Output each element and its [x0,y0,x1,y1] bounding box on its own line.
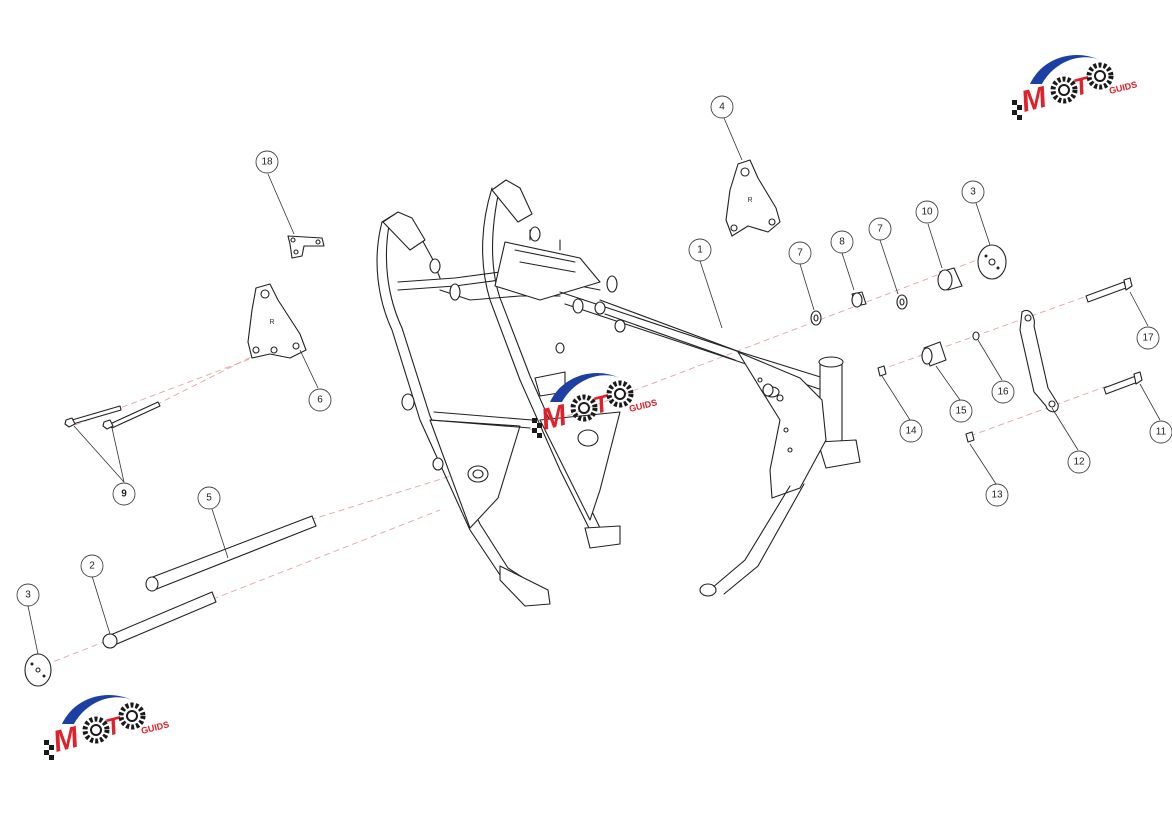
svg-text:4: 4 [719,102,725,113]
callout-2: 2 [80,554,104,578]
svg-text:5: 5 [206,493,212,504]
svg-text:2: 2 [89,561,95,572]
svg-text:7: 7 [797,248,803,259]
frame-lower-tab [584,525,621,549]
axis-line-tube [309,469,471,521]
part-11-bolt [1103,375,1139,395]
part-6-bracket: R [247,283,307,359]
part-2-axle-bolt [102,591,217,649]
right-side-parts [877,277,1143,443]
frame-top-plate [494,241,601,301]
axis-line-right-upper [879,294,1091,371]
callout-18: 18 [255,150,279,174]
callout-5: 5 [197,486,221,510]
frame-rear-right-bracket [491,179,533,223]
callout-12: 12 [1067,450,1091,474]
part-16-washer [972,331,980,341]
bracket-stamp-r-top: R [747,197,752,204]
callout-3-lower: 3 [16,583,40,607]
svg-text:14: 14 [905,426,917,437]
svg-text:17: 17 [1142,333,1154,344]
callout-7-a: 7 [788,241,812,265]
callout-13: 13 [985,483,1009,507]
svg-text:11: 11 [1156,427,1167,438]
callout-6: 6 [308,388,332,412]
callout-1: 1 [688,238,712,262]
frame-rear-right-rail [482,187,591,531]
main-frame [376,179,861,607]
svg-text:12: 12 [1073,457,1085,468]
part-18-small-bracket [287,235,325,259]
callout-10: 10 [915,200,939,224]
callout-16: 16 [991,380,1015,404]
part-9-bolts [64,401,161,430]
pivot-hole-right [577,429,599,447]
svg-text:10: 10 [921,207,933,218]
part-5-long-tube [145,515,317,592]
part-12-link-plate [1019,309,1059,413]
bracket-stamp-r: R [269,319,274,326]
svg-text:15: 15 [955,406,967,417]
svg-text:8: 8 [839,237,845,248]
part-17-bolt [1085,281,1127,303]
callout-14: 14 [899,419,923,443]
svg-text:3: 3 [25,590,31,601]
upper-axis-parts [810,244,1007,326]
part-4-bracket: R [725,159,781,237]
steering-head-clamp [817,439,861,469]
callout-9: 9 [112,482,136,506]
callout-4: 4 [710,95,734,119]
part-14-nut [877,365,887,377]
watermark-logo-top-right [1012,55,1138,120]
axis-line-right-lower [969,384,1111,437]
frame-rear-foot [499,565,551,607]
callout-11: 11 [1149,420,1172,444]
callout-7-b: 7 [868,217,892,241]
callout-8: 8 [830,230,854,254]
svg-text:9: 9 [121,489,127,500]
part-13-nut [965,431,975,443]
svg-text:6: 6 [317,395,323,406]
svg-text:1: 1 [697,245,703,256]
frame-down-tube [711,485,791,589]
callout-15: 15 [949,399,973,423]
leader-lines [27,117,1161,655]
frame-rear-left-bracket [382,211,426,251]
callout-17: 17 [1136,326,1160,350]
watermark-logo-bottom-left [44,695,170,760]
callout-3-upper: 3 [961,180,985,204]
frame-rear-left-rail [376,221,541,601]
svg-text:3: 3 [970,187,976,198]
part-3-cap-lower [24,653,52,687]
svg-text:18: 18 [261,157,273,168]
callout-bubbles: 1 2 3 3 4 5 6 7 7 8 9 10 11 12 13 14 15 … [16,95,1172,607]
svg-text:13: 13 [991,490,1003,501]
svg-text:7: 7 [877,224,883,235]
frame-front-gusset [737,351,827,499]
svg-text:16: 16 [997,387,1009,398]
